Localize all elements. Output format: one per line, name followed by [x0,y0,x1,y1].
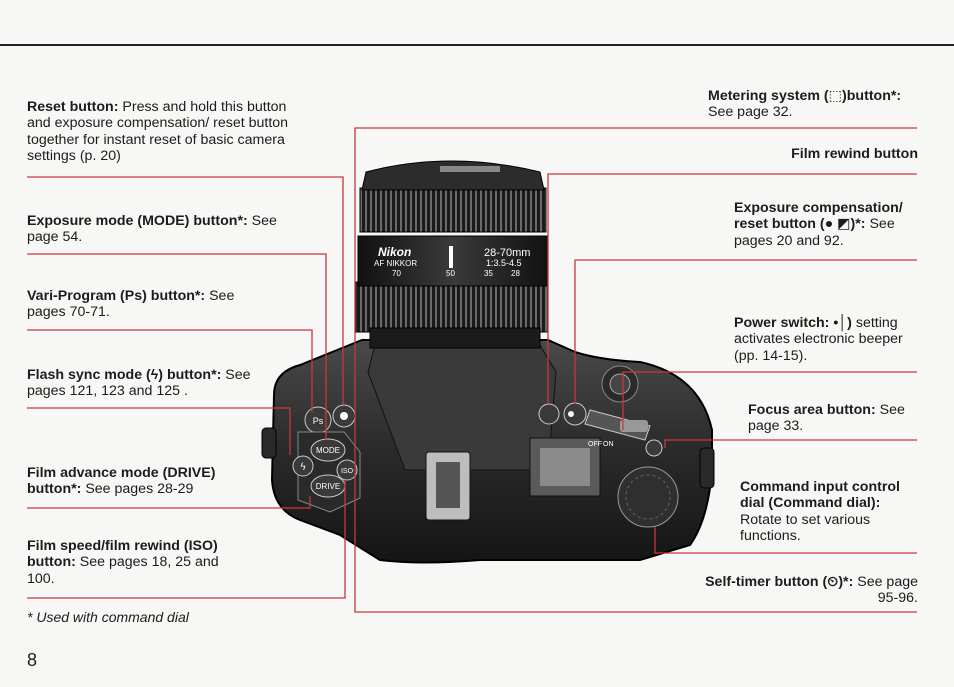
footnote: * Used with command dial [27,609,189,625]
label-title: Exposure mode (MODE) button*: [27,213,248,229]
label-exposure-mode-button: Exposure mode (MODE) button*: See page 5… [27,213,289,246]
label-title: Self-timer button (⏲)*: [705,574,854,590]
ps-button-label: Ps [313,416,324,426]
power-off-label: OFF [588,441,602,448]
label-title: Vari-Program (Ps) button*: [27,288,206,304]
label-text: See pages 70-71. [27,288,235,321]
label-text: See pages 121, 123 and 125 . [27,367,251,400]
page-number: 8 [27,650,38,670]
label-text: See pages 18, 25 and 100. [27,554,219,587]
label-text: See page 32. [708,104,793,121]
label-title: Focus area button: [748,402,876,418]
label-text: See pages 20 and 92. [734,216,895,249]
label-title: Command input control dial (Command dial… [740,479,900,512]
label-film-speed-button: Film speed/film rewind (ISO) button: See… [27,538,247,587]
focal-mark: 28 [511,269,520,278]
label-title: Film speed/film rewind (ISO) button: [27,538,218,571]
lens-brand: Nikon [378,245,411,259]
label-text: See page 95-96. [853,574,918,607]
label-flash-sync-button: Flash sync mode (ϟ) button*: See pages 1… [27,367,267,400]
label-film-advance-button: Film advance mode (DRIVE) button*: See p… [27,465,247,498]
label-self-timer-button: Self-timer button (⏲)*: See page 95-96. [700,574,918,607]
label-text: See page 54. [27,213,277,246]
focal-mark: 70 [392,269,401,278]
flash-button-label: ϟ [300,462,307,473]
label-text: Rotate to set various functions. [740,511,871,545]
label-title: Flash sync mode (ϟ) button*: [27,367,222,383]
label-focus-area-button: Focus area button: See page 33. [748,402,920,435]
label-reset-button: Reset button: Press and hold this button… [27,99,289,165]
label-title: Exposure compensation/ reset button (● ◩… [734,200,903,233]
top-rule [0,44,954,46]
focal-mark: 50 [446,269,455,278]
drive-button-label: DRIVE [316,482,340,491]
label-title: Film advance mode (DRIVE) button*: [27,465,216,498]
label-title: Reset button: [27,99,119,115]
label-title: Power switch: •│) [734,315,852,331]
label-command-dial: Command input control dial (Command dial… [740,479,920,545]
lens-zoom: 28-70mm [484,247,530,259]
label-title: Metering system (⬚)button*: [708,88,902,104]
label-metering-system-button: Metering system (⬚)button*: See page 32. [708,88,920,121]
label-exposure-compensation-button: Exposure compensation/ reset button (● ◩… [734,200,920,249]
label-text: See page 33. [748,402,905,435]
focal-mark: 35 [484,269,493,278]
lens-model: AF NIKKOR [374,259,417,268]
label-power-switch: Power switch: •│) setting activates elec… [734,315,920,364]
iso-button-label: ISO [341,468,354,475]
label-text: See pages 28-29 [81,481,194,498]
lens-aperture: 1:3.5-4.5 [486,258,522,268]
label-text: setting activates electronic beeper (pp.… [734,315,903,364]
mode-button-label: MODE [316,446,340,455]
label-title: Film rewind button [791,146,918,162]
power-on-label: ON [603,441,614,448]
label-vari-program-button: Vari-Program (Ps) button*: See pages 70-… [27,288,257,321]
label-film-rewind-button: Film rewind button [700,146,918,162]
label-text: Press and hold this button and exposure … [27,99,289,165]
